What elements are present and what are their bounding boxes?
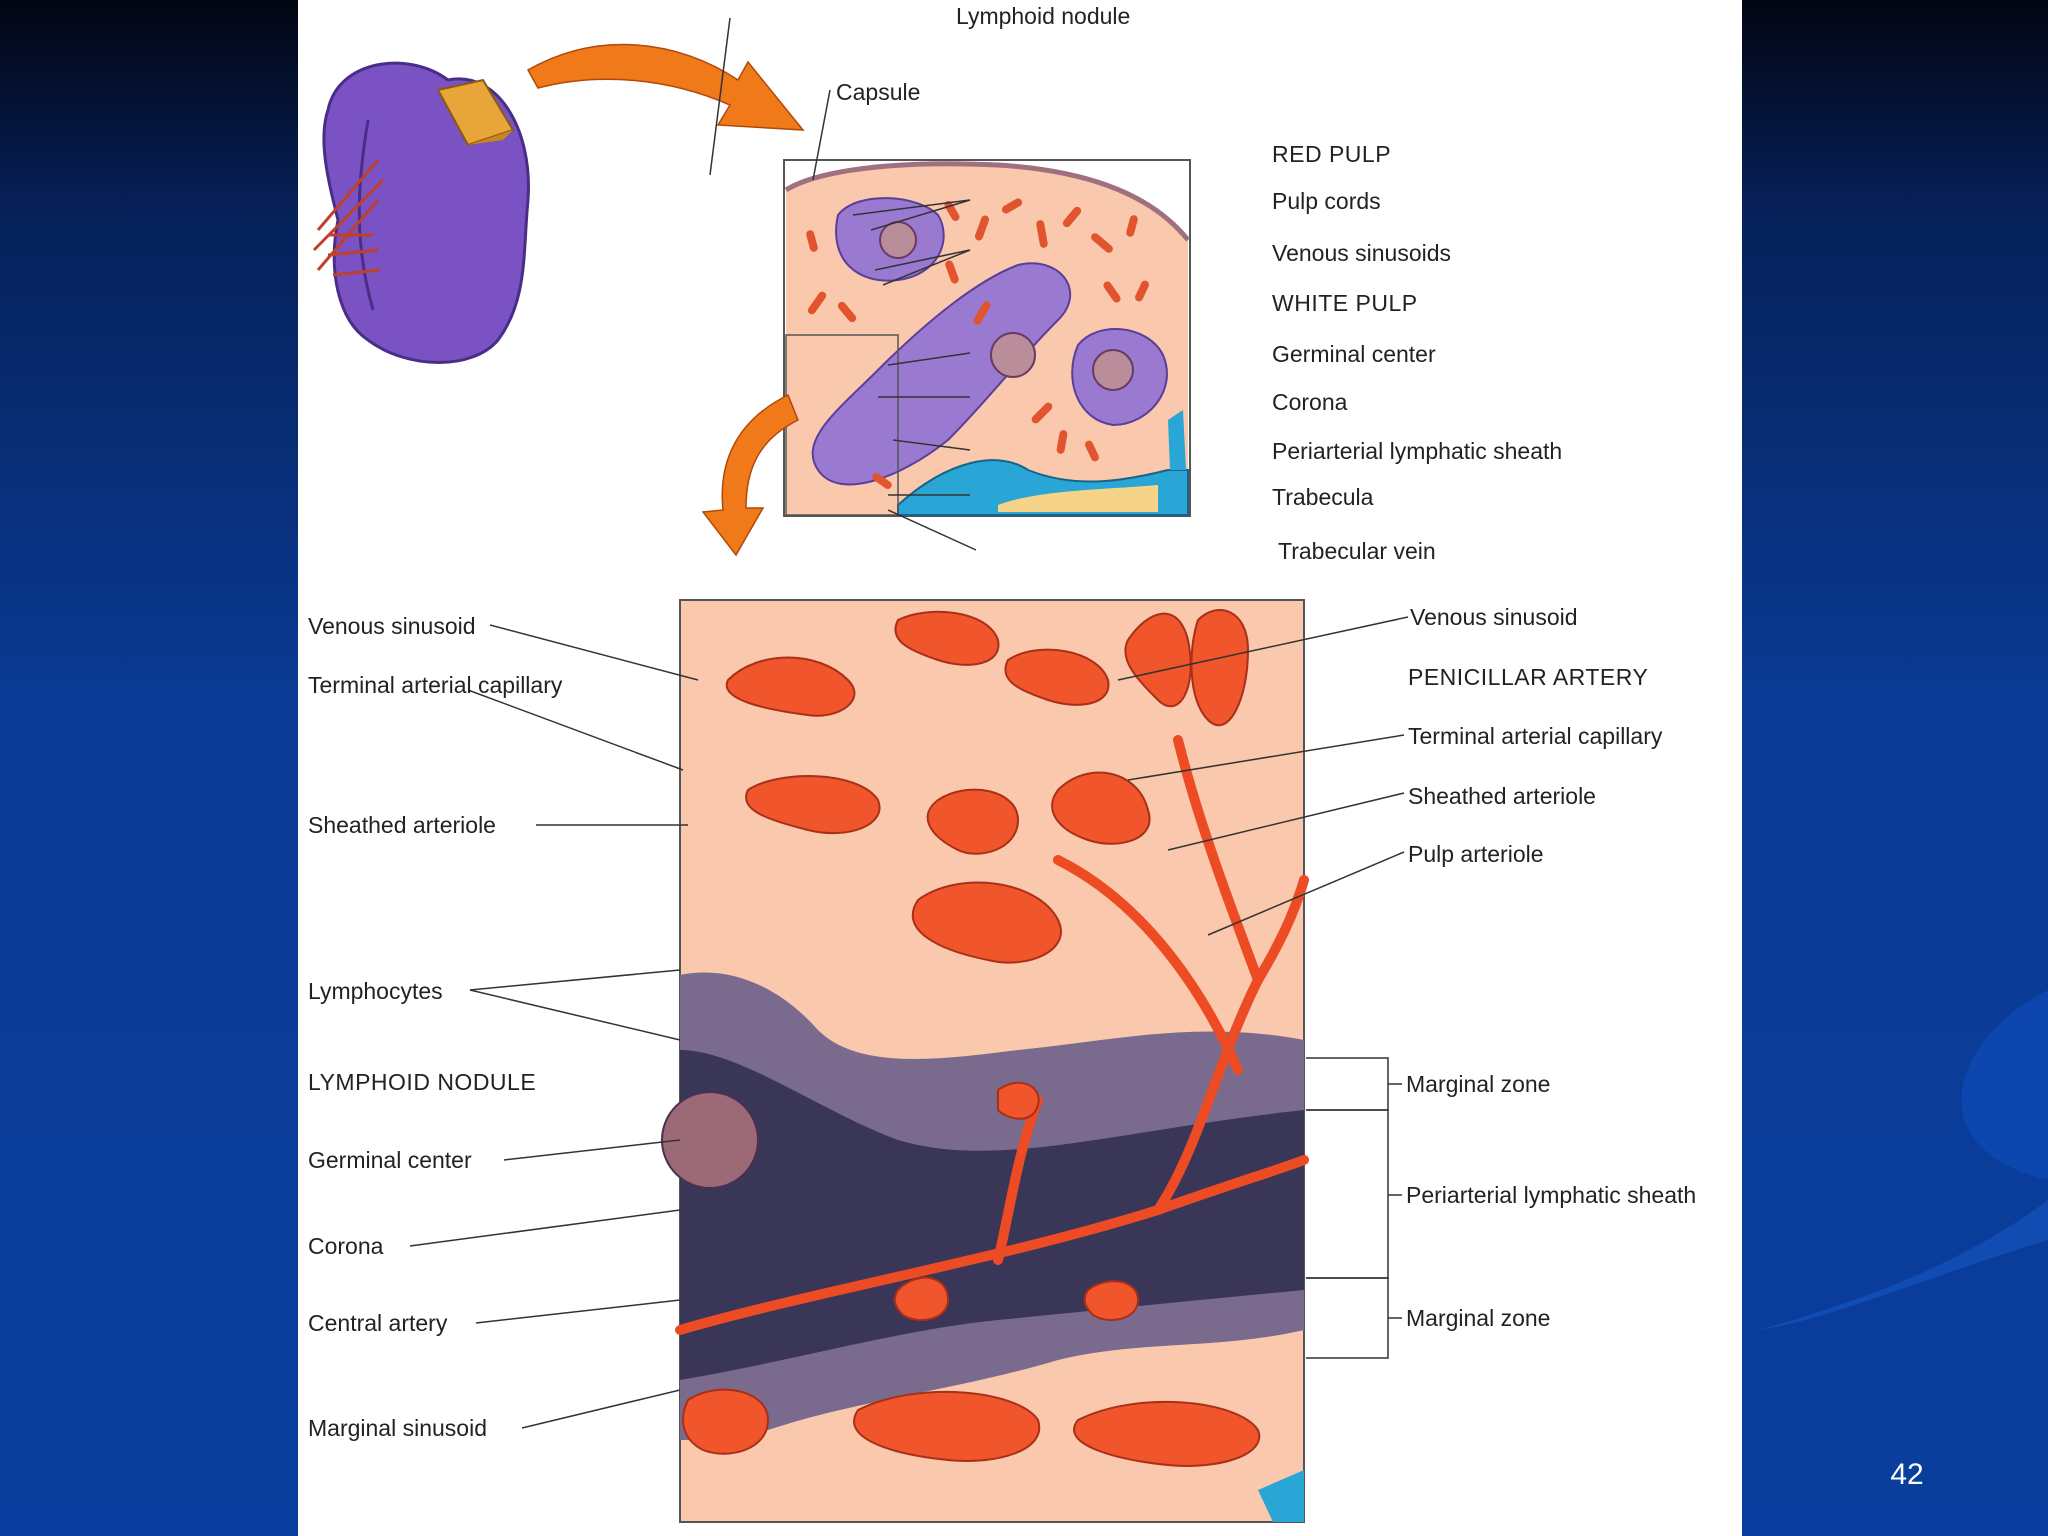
label-periarterial-sheath-right: Periarterial lymphatic sheath <box>1406 1182 1696 1208</box>
label-marginal-sinusoid: Marginal sinusoid <box>308 1415 487 1441</box>
whole-spleen <box>314 63 528 362</box>
label-germinal-center-top: Germinal center <box>1272 341 1436 367</box>
spleen-section-block <box>784 160 1190 516</box>
label-white-pulp: WHITE PULP <box>1272 290 1418 316</box>
label-germinal-center-left: Germinal center <box>308 1147 472 1173</box>
diagram-panel: Lymphoid nodule Capsule RED PULP Pulp co… <box>298 0 1742 1536</box>
label-trabecula: Trabecula <box>1272 484 1374 510</box>
label-terminal-arterial-capillary-left: Terminal arterial capillary <box>308 672 563 698</box>
label-sheathed-arteriole-left: Sheathed arteriole <box>308 812 496 838</box>
label-central-artery: Central artery <box>308 1310 448 1336</box>
spleen-diagram: Lymphoid nodule Capsule RED PULP Pulp co… <box>298 0 1742 1536</box>
label-sheathed-arteriole-right: Sheathed arteriole <box>1408 783 1596 809</box>
label-lymphocytes: Lymphocytes <box>308 978 443 1004</box>
label-red-pulp: RED PULP <box>1272 141 1391 167</box>
label-penicillar-artery: PENICILLAR ARTERY <box>1408 664 1648 690</box>
label-venous-sinusoid-left: Venous sinusoid <box>308 613 476 639</box>
label-trabecular-vein: Trabecular vein <box>1278 538 1436 564</box>
label-venous-sinusoid-right: Venous sinusoid <box>1410 604 1578 630</box>
label-terminal-arterial-capillary-right: Terminal arterial capillary <box>1408 723 1663 749</box>
label-periarterial-sheath-top: Periarterial lymphatic sheath <box>1272 438 1562 464</box>
background-swoosh <box>1718 980 2048 1340</box>
label-pulp-arteriole: Pulp arteriole <box>1408 841 1544 867</box>
label-lymphoid-nodule-heading: LYMPHOID NODULE <box>308 1069 536 1095</box>
label-capsule: Capsule <box>836 79 920 105</box>
label-corona-top: Corona <box>1272 389 1348 415</box>
label-pulp-cords: Pulp cords <box>1272 188 1381 214</box>
label-venous-sinusoids: Venous sinusoids <box>1272 240 1451 266</box>
label-marginal-zone-upper: Marginal zone <box>1406 1071 1550 1097</box>
label-corona-left: Corona <box>308 1233 384 1259</box>
slide-page-number: 42 <box>1882 1458 1932 1492</box>
curved-arrow-icon <box>528 45 803 130</box>
enlarged-section-block <box>662 600 1304 1522</box>
label-lymphoid-nodule: Lymphoid nodule <box>956 3 1130 29</box>
label-marginal-zone-lower: Marginal zone <box>1406 1305 1550 1331</box>
